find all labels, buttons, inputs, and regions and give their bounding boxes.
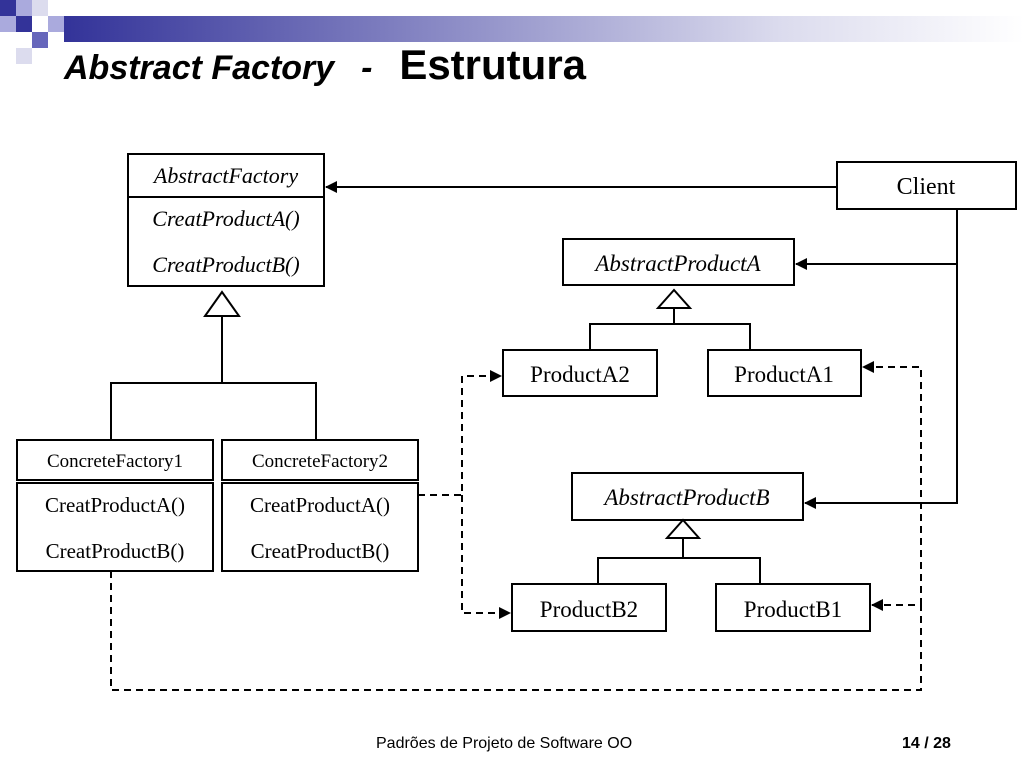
inheritance-factories bbox=[110, 290, 317, 440]
title-separator: - bbox=[361, 49, 373, 87]
concrete-factory-2-method: CreatProductA() bbox=[250, 493, 390, 517]
page-number: 14 bbox=[902, 735, 920, 752]
concrete-factory-1-body bbox=[16, 482, 214, 572]
product-b2-box bbox=[511, 583, 667, 632]
concrete-factory-2-name: ConcreteFactory2 bbox=[252, 451, 388, 472]
product-a1-box bbox=[707, 349, 862, 397]
dependency-cf2-product-b2 bbox=[461, 495, 511, 619]
deco-square bbox=[16, 0, 32, 16]
abstract-product-a-name: AbstractProductA bbox=[593, 251, 761, 276]
abstract-factory-name: AbstractFactory bbox=[152, 163, 298, 188]
product-a1-name: ProductA1 bbox=[734, 362, 834, 387]
concrete-factory-1-method: CreatProductB() bbox=[46, 539, 185, 563]
deco-square bbox=[16, 48, 32, 64]
product-b1-name: ProductB1 bbox=[744, 597, 842, 622]
title-pattern-name: Abstract Factory bbox=[64, 49, 335, 87]
association-client-product-b bbox=[804, 264, 958, 509]
deco-square bbox=[32, 0, 48, 16]
concrete-factory-2-method: CreatProductB() bbox=[251, 539, 390, 563]
abstract-product-a-box bbox=[562, 238, 795, 286]
deco-square bbox=[0, 16, 16, 32]
concrete-factory-2-class: ConcreteFactory2 CreatProductA() CreatPr… bbox=[221, 439, 419, 572]
generalization-triangle bbox=[203, 290, 241, 317]
client-class: Client bbox=[836, 161, 1017, 210]
concrete-factory-1-class: ConcreteFactory1 CreatProductA() CreatPr… bbox=[16, 439, 214, 572]
concrete-factory-1-method: CreatProductA() bbox=[45, 493, 185, 517]
dependency-cf1-product-a1 bbox=[862, 361, 922, 605]
dependency-cf2-product-a2 bbox=[418, 370, 502, 496]
product-b2-name: ProductB2 bbox=[540, 597, 638, 622]
title-section: Estrutura bbox=[399, 41, 587, 88]
abstract-product-b-class: AbstractProductB bbox=[571, 472, 804, 521]
deco-square bbox=[0, 0, 16, 16]
product-a2-name: ProductA2 bbox=[530, 362, 630, 387]
association-client-product-a bbox=[795, 209, 958, 270]
client-box bbox=[836, 161, 1017, 210]
concrete-factory-2-body bbox=[221, 482, 419, 572]
abstract-factory-class: AbstractFactory CreatProductA() CreatPro… bbox=[127, 153, 325, 287]
inheritance-product-b bbox=[597, 518, 761, 584]
page-separator: / bbox=[924, 735, 929, 752]
product-a2-class: ProductA2 bbox=[502, 349, 658, 397]
abstract-factory-box bbox=[127, 153, 325, 287]
generalization-triangle bbox=[655, 288, 693, 309]
page-indicator: 14 / 28 bbox=[902, 735, 951, 753]
dependency-cf1-product-b1 bbox=[110, 571, 922, 691]
abstract-product-b-box bbox=[571, 472, 804, 521]
concrete-factory-2-header bbox=[221, 439, 419, 481]
footer-course: Padrões de Projeto de Software OO bbox=[376, 735, 632, 753]
product-b1-class: ProductB1 bbox=[715, 583, 871, 632]
abstract-factory-method: CreatProductB() bbox=[152, 252, 299, 277]
concrete-factory-1-header bbox=[16, 439, 214, 481]
page-total: 28 bbox=[933, 735, 951, 752]
generalization-triangle bbox=[664, 518, 702, 539]
footer-course-text: Padrões de Projeto de Software OO bbox=[376, 735, 633, 752]
title-gradient-bar bbox=[64, 16, 1024, 42]
product-a1-class: ProductA1 bbox=[707, 349, 862, 397]
product-b2-class: ProductB2 bbox=[511, 583, 667, 632]
client-name: Client bbox=[897, 174, 956, 200]
abstract-product-b-name: AbstractProductB bbox=[602, 485, 769, 510]
product-a2-box bbox=[502, 349, 658, 397]
product-b1-box bbox=[715, 583, 871, 632]
concrete-factory-1-name: ConcreteFactory1 bbox=[47, 451, 183, 472]
abstract-product-a-class: AbstractProductA bbox=[562, 238, 795, 286]
inheritance-product-a bbox=[589, 288, 751, 350]
deco-square bbox=[32, 32, 48, 48]
slide-title: Abstract Factory - Estrutura bbox=[64, 44, 586, 86]
abstract-factory-method: CreatProductA() bbox=[152, 206, 299, 231]
deco-square bbox=[48, 16, 64, 32]
deco-square bbox=[16, 16, 32, 32]
